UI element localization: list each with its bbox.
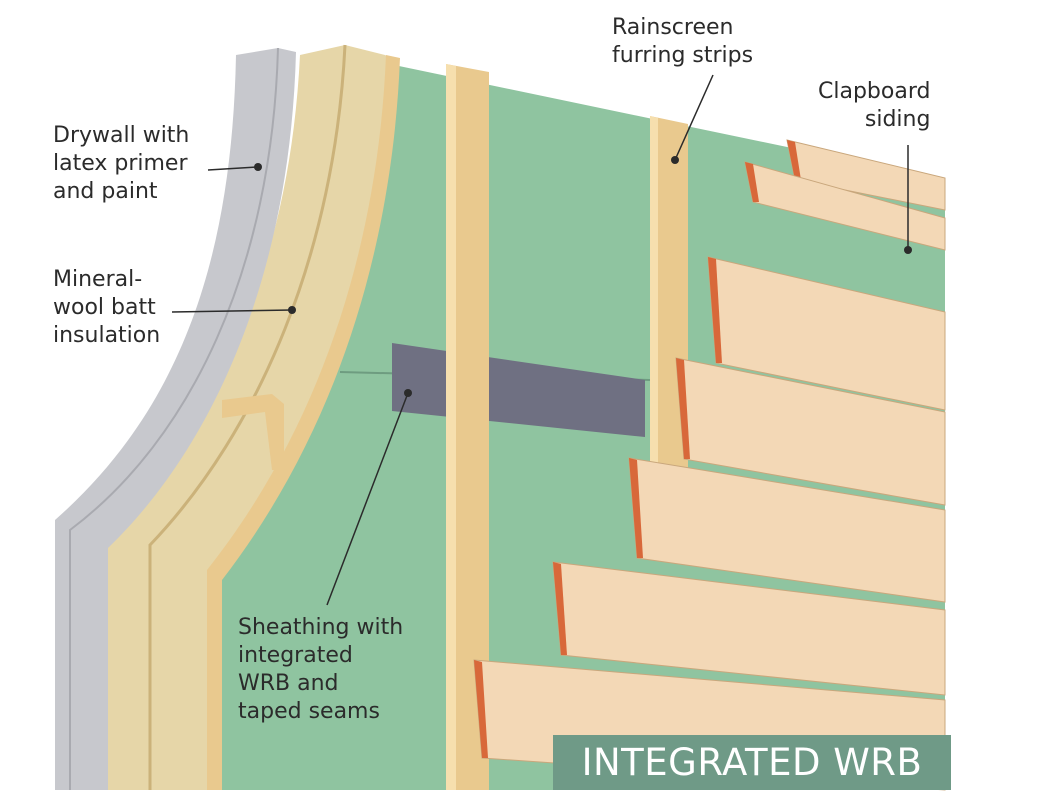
leader-furring <box>674 74 714 161</box>
dot-furring <box>671 156 679 164</box>
siding-board-edge <box>474 660 488 758</box>
siding-board <box>552 561 946 696</box>
dot-drywall <box>254 163 262 171</box>
title-banner: INTEGRATED WRB <box>553 735 951 790</box>
leader-drywall <box>207 166 259 171</box>
drywall-edge <box>69 47 279 790</box>
label-furring: Rainscreen furring strips <box>612 15 754 68</box>
clapboard-siding <box>473 139 946 791</box>
title-text: INTEGRATED WRB <box>581 741 923 784</box>
dot-siding <box>904 246 912 254</box>
leader-sheathing <box>326 392 409 606</box>
siding-board <box>675 357 946 506</box>
siding-board <box>744 161 946 251</box>
siding-board-edge <box>553 562 567 655</box>
label-insulation: Mineral- wool batt insulation <box>53 267 161 348</box>
leader-insulation <box>171 309 293 313</box>
siding-board <box>707 256 946 411</box>
siding-board-edge <box>787 140 801 180</box>
insulation-edge <box>148 44 347 790</box>
label-drywall: Drywall with latex primer and paint <box>53 123 190 204</box>
siding-board-edge <box>676 358 690 459</box>
dot-sheathing <box>404 389 412 397</box>
furring-strip-left-side <box>446 64 456 790</box>
insulation-batt <box>100 45 395 790</box>
siding-board-edge <box>629 458 643 558</box>
leader-dots <box>254 156 912 397</box>
label-sheathing: Sheathing with integrated WRB and taped … <box>238 615 404 724</box>
furring-strip-right-side <box>650 116 658 470</box>
siding-board <box>628 457 946 603</box>
drywall-panel <box>55 48 296 790</box>
dot-insulation <box>288 306 296 314</box>
stud-edge <box>207 55 400 790</box>
furring-strip-left <box>446 64 489 790</box>
framing-block <box>222 394 284 470</box>
siding-board-edge <box>745 162 759 202</box>
siding-board-edge <box>708 257 722 363</box>
siding-board <box>786 139 946 211</box>
label-siding: Clapboard siding <box>818 79 931 132</box>
leader-lines <box>171 74 909 606</box>
